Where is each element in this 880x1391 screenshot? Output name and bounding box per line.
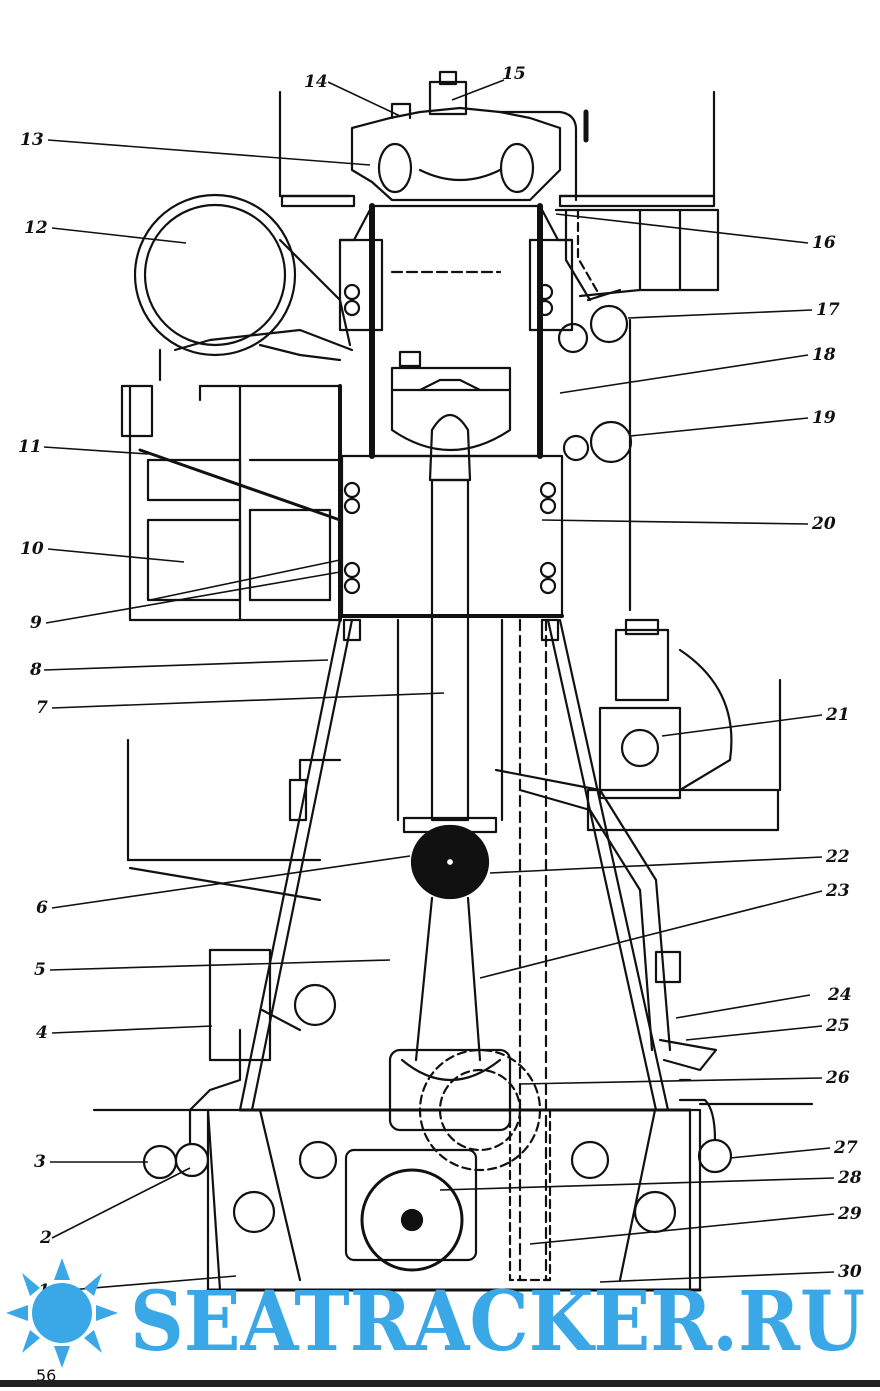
callout-label-22: 22 <box>826 847 850 867</box>
callout-label-19: 19 <box>812 408 836 428</box>
callout-label-28: 28 <box>838 1168 862 1188</box>
watermark-text: SEATRACKER.RU <box>130 1274 865 1368</box>
callout-label-24: 24 <box>828 985 852 1005</box>
watermark-logo: SEATRACKER.RU <box>6 1258 865 1368</box>
callout-label-2: 2 <box>40 1228 52 1248</box>
callout-label-4: 4 <box>36 1023 48 1043</box>
callout-label-17: 17 <box>816 300 840 320</box>
callout-label-25: 25 <box>826 1016 850 1036</box>
cylinder-cover <box>350 70 589 202</box>
callout-label-8: 8 <box>30 660 42 680</box>
callout-label-12: 12 <box>24 218 48 238</box>
bottom-edge-bar <box>0 1380 880 1387</box>
right-piping <box>557 288 633 612</box>
callout-label-23: 23 <box>826 881 850 901</box>
crosshead <box>402 816 498 900</box>
piston <box>390 350 512 482</box>
callout-label-5: 5 <box>34 960 46 980</box>
callout-label-27: 27 <box>834 1138 858 1158</box>
callout-label-16: 16 <box>812 233 836 253</box>
callout-label-7: 7 <box>36 698 48 718</box>
callout-label-30: 30 <box>838 1262 862 1282</box>
bedplate <box>206 1108 702 1292</box>
right-piping-lower <box>678 1078 733 1174</box>
callout-label-3: 3 <box>34 1152 46 1172</box>
piston-rod <box>396 478 504 822</box>
leader-lines <box>43 79 835 1293</box>
cylinder-block-lower <box>340 454 564 618</box>
air-receiver <box>133 193 354 382</box>
dashed-guide <box>518 618 548 1282</box>
callout-label-29: 29 <box>838 1204 862 1224</box>
callout-label-20: 20 <box>812 514 836 534</box>
governor-unit <box>586 618 782 832</box>
callout-label-10: 10 <box>20 539 44 559</box>
callout-label-21: 21 <box>826 705 850 725</box>
callout-label-26: 26 <box>826 1068 850 1088</box>
callout-label-9: 9 <box>30 613 42 633</box>
callout-label-15: 15 <box>502 64 526 84</box>
callout-label-11: 11 <box>18 437 42 457</box>
callout-label-13: 13 <box>20 130 44 150</box>
connecting-rod <box>388 896 512 1132</box>
callout-label-14: 14 <box>304 72 328 92</box>
cylinder-jacket <box>338 203 574 459</box>
callout-label-18: 18 <box>812 345 836 365</box>
scavenge-box <box>120 384 342 622</box>
exhaust-pipe <box>494 768 718 1072</box>
callout-label-6: 6 <box>36 898 48 918</box>
upper-platform <box>278 90 716 208</box>
middle-platform <box>126 738 342 902</box>
left-piping <box>142 948 337 1180</box>
